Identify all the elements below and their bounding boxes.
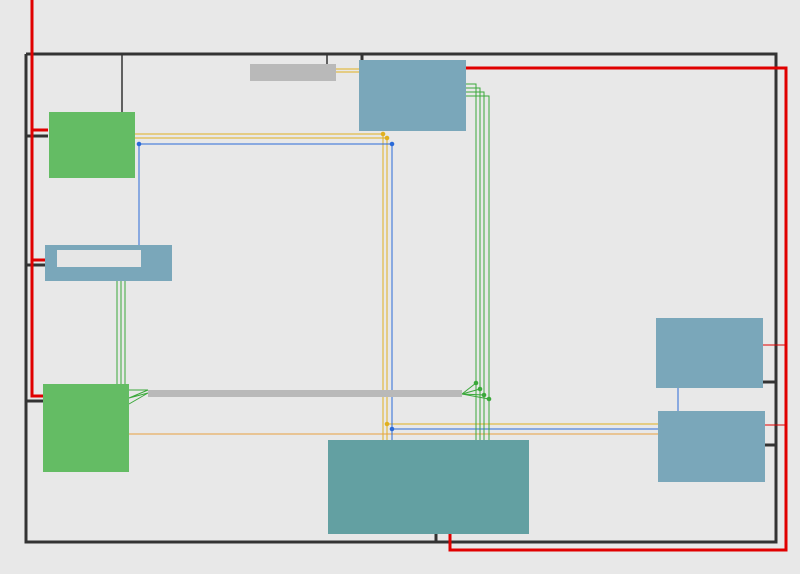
green-wire-v1 [466,83,477,440]
yellow-bus [135,68,658,440]
yellow-node-1 [380,131,386,137]
green-fan-right-2 [461,388,481,395]
blue-module-top-center[interactable] [359,60,466,131]
frame-outline [24,52,778,544]
green-fan-right-3 [461,393,485,396]
green-wire-v4 [466,95,490,440]
green-fan-right-1 [461,382,477,395]
green-wire-v2 [466,87,481,440]
power-loop [30,0,788,552]
blue-strip-module[interactable] [45,245,172,281]
yellow-node-2 [384,135,390,141]
blue-signal [136,141,679,440]
frame [24,52,778,544]
blue-module-right-upper[interactable] [656,318,763,388]
power-wire-left [30,0,43,398]
green-wire-v3 [466,91,485,440]
green-node-2 [477,386,483,392]
green-module-top[interactable] [49,112,135,178]
blue-strip-slot [57,250,141,267]
blue-module-right-lower[interactable] [658,411,765,482]
gray-bar-middle [148,390,462,397]
green-bus [116,83,492,440]
green-node-4 [486,396,492,402]
blue-node-1 [136,141,142,147]
green-module-bottom[interactable] [43,384,129,472]
blue-wire-main [138,143,393,440]
green-node-1 [473,380,479,386]
green-fan-right-4 [461,393,490,400]
gray-bar-top [250,64,336,81]
power-wire-right [448,66,788,552]
blue-node-3 [389,426,395,432]
teal-module-bottom-center[interactable] [328,440,529,534]
green-node-3 [481,392,487,398]
blue-node-2 [389,141,395,147]
green-fan-left [128,389,149,405]
